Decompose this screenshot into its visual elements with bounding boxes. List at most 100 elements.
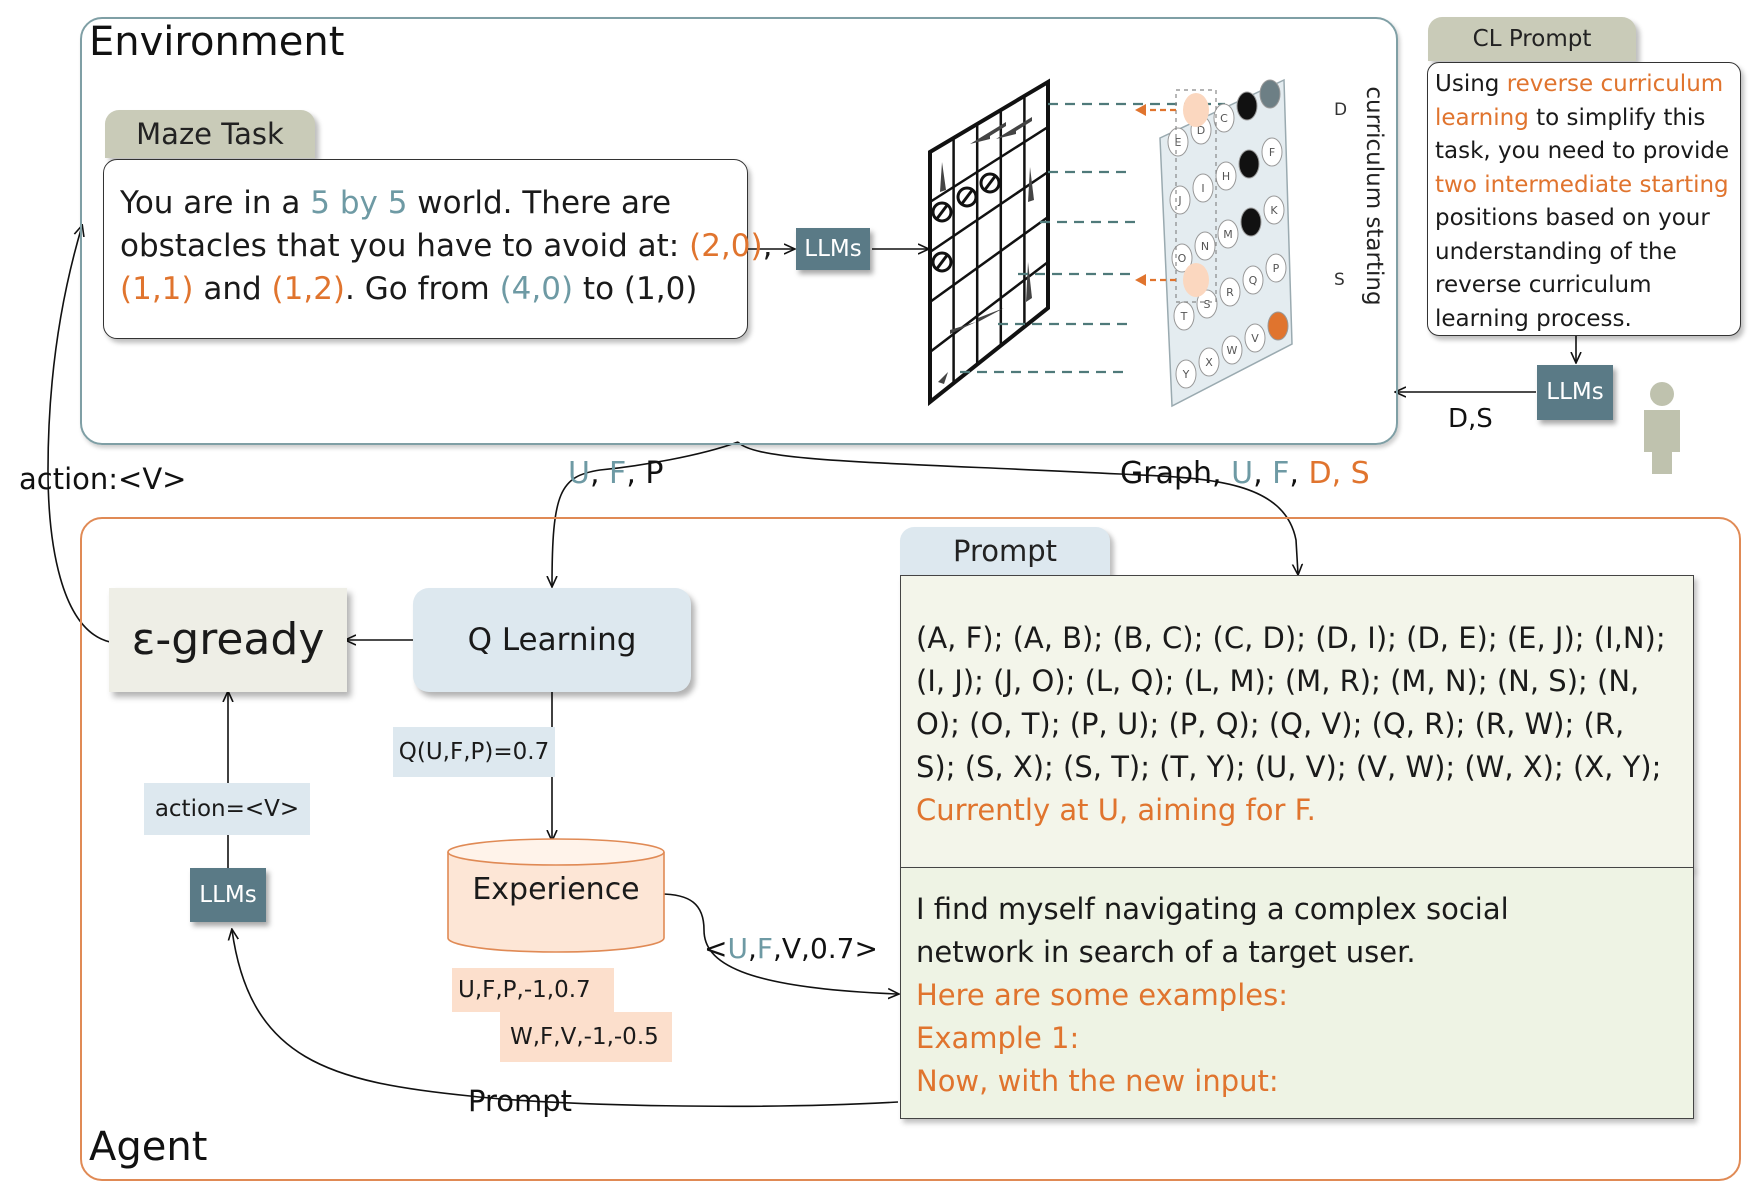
prompt-context-segment: I find myself navigating a complex socia… bbox=[916, 892, 1509, 926]
maze-task-tab: Maze Task bbox=[105, 110, 315, 158]
graph-node-u bbox=[1267, 311, 1289, 341]
graph-node-label: V bbox=[1251, 332, 1259, 345]
prompt-context-text: I find myself navigating a complex socia… bbox=[916, 888, 1509, 1103]
cl-llms-box: LLMs bbox=[1537, 365, 1613, 420]
cl-prompt-tab: CL Prompt bbox=[1428, 17, 1636, 61]
prompt-graph-line: Currently at U, aiming for F. bbox=[916, 789, 1666, 832]
graph-node-label: Q bbox=[1249, 274, 1258, 287]
exp-segment: ,V,0.7> bbox=[772, 932, 878, 965]
graph-node-label: F bbox=[1269, 146, 1275, 159]
graph-node-label: W bbox=[1227, 344, 1238, 357]
curriculum-starting-label: curriculum starting bbox=[1361, 86, 1387, 306]
arrow-action-to-environment bbox=[47, 226, 111, 643]
prompt-context-line: network in search of a target user. bbox=[916, 931, 1509, 974]
prompt-graph-segment: O); (O, T); (P, U); (P, Q); (Q, V); (Q, … bbox=[916, 707, 1625, 741]
graph-node-a bbox=[1259, 79, 1281, 109]
action-label-box: action=<V> bbox=[144, 783, 310, 835]
maze-text-segment: , bbox=[762, 228, 773, 264]
cl-prompt-segment: reverse curriculum bbox=[1435, 272, 1652, 298]
graph-node-s bbox=[1196, 289, 1218, 319]
cl-prompt-segment: learning process. bbox=[1435, 305, 1632, 332]
graph-node-x bbox=[1198, 347, 1220, 377]
ufp-label: U, F, P bbox=[568, 456, 663, 491]
graph-node-j bbox=[1169, 185, 1191, 215]
graph-node-k bbox=[1263, 195, 1285, 225]
graph-node-label: D bbox=[1197, 124, 1205, 137]
maze-text-segment: world. There are bbox=[407, 185, 672, 221]
prompt-context-segment: network in search of a target user. bbox=[916, 935, 1416, 969]
prompt-graph-box bbox=[900, 575, 1694, 869]
graph-node-c bbox=[1213, 103, 1235, 133]
graph-node-label: M bbox=[1223, 228, 1233, 241]
graph-node-label: O bbox=[1178, 252, 1187, 265]
arrow-env-to-qlearning bbox=[552, 441, 739, 586]
cl-prompt-segment: task, you need to provide bbox=[1435, 138, 1730, 164]
epsilon-greedy-box: ε-gready bbox=[109, 588, 347, 692]
direction-arrow-icons bbox=[938, 117, 1034, 384]
prompt-context-line: I find myself navigating a complex socia… bbox=[916, 888, 1509, 931]
exp-segment: F bbox=[756, 932, 773, 965]
arrow-experience-to-prompt bbox=[659, 893, 898, 994]
graph-node-label: E bbox=[1175, 136, 1182, 149]
prompt-context-segment: Now, with the new input: bbox=[916, 1064, 1279, 1098]
maze-text-line: obstacles that you have to avoid at: (2,… bbox=[120, 225, 772, 268]
maze-text-segment: 5 by 5 bbox=[310, 185, 408, 221]
maze-task-box bbox=[103, 159, 748, 339]
arrow-prompt-to-llms bbox=[232, 930, 899, 1108]
cl-prompt-segment: reverse curriculum bbox=[1506, 71, 1724, 97]
maze-text-segment: to (1,0) bbox=[573, 271, 698, 307]
graph-node-h bbox=[1215, 161, 1237, 191]
graph-node-y bbox=[1175, 359, 1197, 389]
experience-row-2: W,F,V,-1,-0.5 bbox=[500, 1012, 672, 1062]
prompt-back-label: Prompt bbox=[468, 1084, 573, 1118]
cl-prompt-line: understanding of the bbox=[1435, 236, 1729, 270]
arrow-env-to-prompt bbox=[737, 441, 1298, 574]
cl-prompt-segment: two intermediate starting bbox=[1435, 171, 1729, 198]
prompt-graph-line: (I, J); (J, O); (L, Q); (L, M); (M, R); … bbox=[916, 660, 1666, 703]
agent-panel bbox=[80, 517, 1741, 1181]
curriculum-s-label: S bbox=[1334, 270, 1345, 290]
curriculum-bracket bbox=[1135, 89, 1217, 303]
person-icon bbox=[1644, 382, 1680, 474]
graph-node-label: K bbox=[1270, 204, 1278, 217]
cl-prompt-line: two intermediate starting bbox=[1435, 169, 1729, 203]
graph-node-m bbox=[1217, 219, 1239, 249]
cl-prompt-box bbox=[1427, 62, 1741, 336]
exp-segment: , bbox=[747, 932, 757, 965]
q-learning-box: Q Learning bbox=[413, 588, 691, 692]
graph-node-p bbox=[1265, 253, 1287, 283]
environment-llms-box: LLMs bbox=[796, 228, 870, 270]
prompt-context-segment: Here are some examples: bbox=[916, 978, 1288, 1012]
prompt-context-segment: Example 1: bbox=[916, 1021, 1080, 1055]
maze-text-segment: (4,0) bbox=[499, 271, 574, 307]
cl-prompt-segment: learning bbox=[1435, 104, 1529, 131]
maze-text-segment: obstacles that you have to avoid at: bbox=[120, 228, 690, 264]
graph-node-n bbox=[1194, 231, 1216, 261]
prompt-context-line: Now, with the new input: bbox=[916, 1060, 1509, 1103]
cl-prompt-segment: to simplify this bbox=[1528, 104, 1706, 131]
graph-node-label: P bbox=[1273, 262, 1280, 275]
graph-node-label: I bbox=[1201, 182, 1204, 195]
exp-segment: < bbox=[704, 932, 728, 965]
experience-cylinder bbox=[447, 838, 665, 953]
cl-prompt-line: learning to simplify this bbox=[1435, 102, 1729, 136]
graph-segment: F bbox=[1272, 456, 1290, 491]
cl-prompt-line: task, you need to provide bbox=[1435, 135, 1729, 169]
graph-node-f bbox=[1261, 137, 1283, 167]
prompt-graph-segment: (A, F); (A, B); (B, C); (C, D); (D, I); … bbox=[916, 621, 1666, 655]
experience-row-1: U,F,P,-1,0.7 bbox=[452, 968, 614, 1012]
experience-label: Experience bbox=[472, 872, 640, 907]
ufp-segment: , P bbox=[626, 456, 664, 491]
graph-segment: , bbox=[1289, 456, 1309, 491]
environment-title: Environment bbox=[89, 19, 345, 65]
graph-node-l bbox=[1240, 207, 1262, 237]
cl-prompt-line: Using reverse curriculum bbox=[1435, 68, 1729, 102]
graph-node-w bbox=[1221, 335, 1243, 365]
graph-node-label: H bbox=[1222, 170, 1230, 183]
maze-text-segment: (2,0) bbox=[689, 228, 763, 264]
graph-node-label: T bbox=[1180, 310, 1188, 323]
graph-node-b bbox=[1236, 91, 1258, 121]
